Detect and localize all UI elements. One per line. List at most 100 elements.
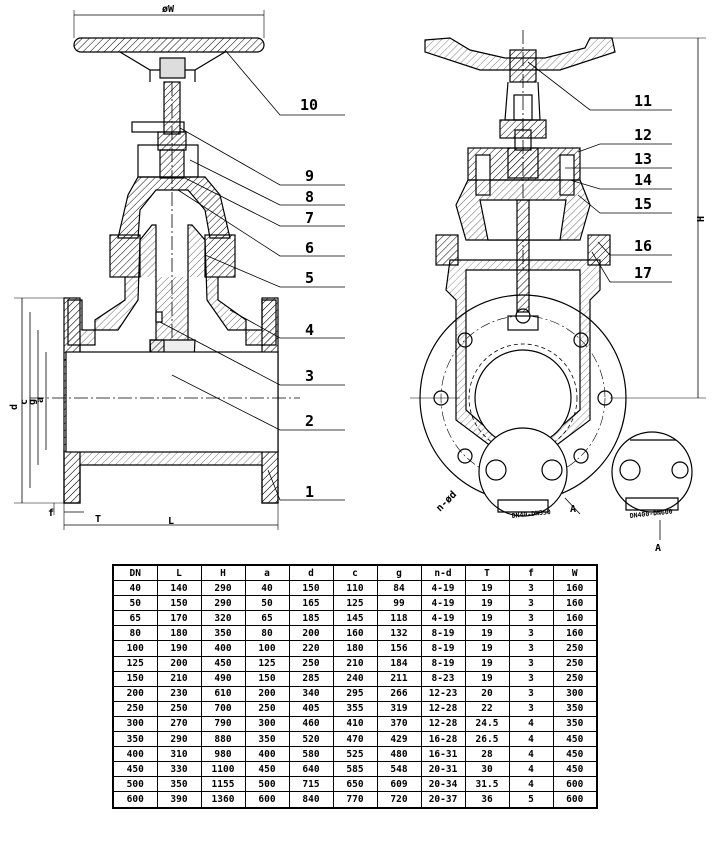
dim-label-A-small: A bbox=[570, 504, 576, 515]
detail-label-large: DN400-DN600 bbox=[629, 508, 673, 520]
table-cell: 26.5 bbox=[464, 731, 510, 748]
table-cell: 450 bbox=[244, 761, 290, 778]
table-cell: 150 bbox=[156, 595, 202, 612]
table-cell: 350 bbox=[156, 776, 202, 793]
table-cell: 4 bbox=[508, 746, 554, 763]
table-cell: 30 bbox=[464, 761, 510, 778]
callout-12: 12 bbox=[634, 126, 652, 144]
table-cell: 450 bbox=[552, 761, 598, 778]
table-cell: 250 bbox=[552, 655, 598, 672]
table-cell: 300 bbox=[552, 685, 598, 702]
table-cell: 319 bbox=[376, 700, 422, 717]
table-cell: 50 bbox=[244, 595, 290, 612]
table-cell: 520 bbox=[288, 731, 334, 748]
table-cell: 211 bbox=[376, 670, 422, 687]
table-cell: 3 bbox=[508, 685, 554, 702]
table-cell: 490 bbox=[200, 670, 246, 687]
table-cell: 770 bbox=[332, 791, 378, 808]
table-header-cell: L bbox=[156, 564, 202, 582]
dim-label-c: c bbox=[19, 399, 30, 405]
dim-label-L: L bbox=[168, 516, 174, 527]
table-cell: 600 bbox=[552, 776, 598, 793]
table-cell: 400 bbox=[200, 640, 246, 657]
table-cell: 3 bbox=[508, 580, 554, 597]
table-cell: 20-31 bbox=[420, 761, 466, 778]
table-cell: 340 bbox=[288, 685, 334, 702]
table-cell: 450 bbox=[552, 731, 598, 748]
table-cell: 600 bbox=[112, 791, 158, 808]
table-cell: 36 bbox=[464, 791, 510, 808]
table-cell: 3 bbox=[508, 595, 554, 612]
table-cell: 285 bbox=[288, 670, 334, 687]
table-header-cell: d bbox=[288, 564, 334, 582]
table-cell: 12-23 bbox=[420, 685, 466, 702]
table-cell: 525 bbox=[332, 746, 378, 763]
table-cell: 330 bbox=[156, 761, 202, 778]
table-cell: 270 bbox=[156, 715, 202, 733]
table-cell: 320 bbox=[200, 610, 246, 627]
table-cell: 19 bbox=[464, 640, 510, 657]
table-cell: 200 bbox=[288, 625, 334, 642]
table-cell: 880 bbox=[200, 731, 246, 748]
table-cell: 80 bbox=[112, 625, 158, 642]
table-cell: 250 bbox=[288, 655, 334, 672]
table-cell: 370 bbox=[376, 715, 422, 733]
table-cell: 3 bbox=[508, 640, 554, 657]
table-cell: 230 bbox=[156, 685, 202, 702]
table-cell: 31.5 bbox=[464, 776, 510, 793]
table-cell: 450 bbox=[552, 746, 598, 763]
table-cell: 16-28 bbox=[420, 731, 466, 748]
table-cell: 125 bbox=[112, 655, 158, 672]
table-cell: 500 bbox=[112, 776, 158, 793]
table-header-cell: a bbox=[244, 564, 290, 582]
table-cell: 4 bbox=[508, 776, 554, 793]
table-cell: 390 bbox=[156, 791, 202, 808]
table-cell: 160 bbox=[552, 580, 598, 597]
dim-label-g: g bbox=[27, 399, 38, 405]
table-cell: 80 bbox=[244, 625, 290, 642]
table-cell: 8-19 bbox=[420, 640, 466, 657]
table-cell: 165 bbox=[288, 595, 334, 612]
table-cell: 3 bbox=[508, 670, 554, 687]
table-cell: 160 bbox=[552, 625, 598, 642]
table-cell: 250 bbox=[244, 700, 290, 717]
table-cell: 600 bbox=[244, 791, 290, 808]
table-cell: 160 bbox=[552, 610, 598, 627]
table-cell: 4 bbox=[508, 715, 554, 733]
table-cell: 140 bbox=[156, 580, 202, 597]
table-cell: 410 bbox=[332, 715, 378, 733]
table-cell: 100 bbox=[112, 640, 158, 657]
table-header-cell: T bbox=[464, 564, 510, 582]
table-cell: 4-19 bbox=[420, 610, 466, 627]
handwheel-left bbox=[73, 37, 265, 82]
table-cell: 200 bbox=[156, 655, 202, 672]
table-cell: 3 bbox=[508, 610, 554, 627]
table-cell: 99 bbox=[376, 595, 422, 612]
table-cell: 28 bbox=[464, 746, 510, 763]
table-cell: 20 bbox=[464, 685, 510, 702]
table-cell: 160 bbox=[332, 625, 378, 642]
table-cell: 3 bbox=[508, 655, 554, 672]
table-cell: 4-19 bbox=[420, 595, 466, 612]
table-header-cell: n-d bbox=[420, 564, 466, 582]
table-cell: 20-37 bbox=[420, 791, 466, 808]
table-cell: 290 bbox=[200, 580, 246, 597]
table-cell: 790 bbox=[200, 715, 246, 733]
dim-label-a: a bbox=[35, 397, 46, 403]
callout-8: 8 bbox=[305, 188, 314, 206]
table-cell: 480 bbox=[376, 746, 422, 763]
table-cell: 609 bbox=[376, 776, 422, 793]
table-cell: 350 bbox=[552, 715, 598, 733]
dim-label-H: H bbox=[696, 216, 707, 222]
table-cell: 210 bbox=[332, 655, 378, 672]
table-cell: 4-19 bbox=[420, 580, 466, 597]
table-cell: 350 bbox=[200, 625, 246, 642]
table-cell: 585 bbox=[332, 761, 378, 778]
table-cell: 300 bbox=[112, 715, 158, 733]
